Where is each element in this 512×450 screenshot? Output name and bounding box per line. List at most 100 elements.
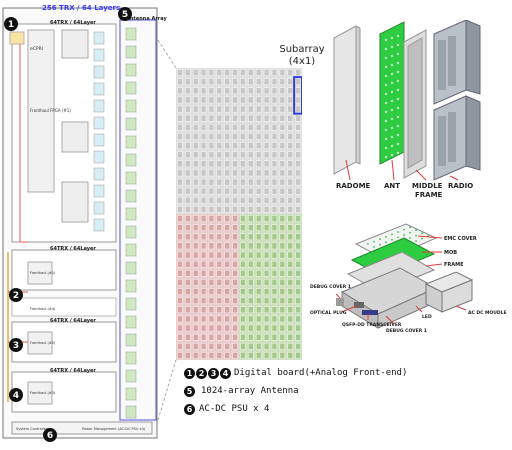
- antenna-element: [193, 87, 199, 95]
- antenna-element: [177, 343, 183, 350]
- antenna-element: [240, 279, 246, 286]
- antenna-element: [240, 352, 246, 359]
- antenna-element: [263, 169, 270, 177]
- antenna-element: [208, 260, 215, 268]
- antenna-element: [287, 352, 293, 359]
- antenna-element: [263, 105, 270, 113]
- ant-dot: [390, 54, 394, 58]
- ant-dot: [384, 47, 388, 51]
- antenna-element: [208, 343, 215, 350]
- antenna-element: [224, 297, 230, 304]
- antenna-element: [208, 224, 215, 231]
- antenna-element: [208, 315, 215, 323]
- antenna-element: [295, 315, 301, 323]
- rf-chip: [125, 279, 137, 293]
- antenna-element: [208, 279, 215, 286]
- antenna-element: [287, 324, 293, 332]
- antenna-element: [279, 187, 285, 195]
- rf-chip: [93, 133, 105, 147]
- antenna-element: [200, 187, 207, 195]
- antenna-element: [287, 233, 293, 241]
- rf-chip: [93, 184, 105, 198]
- antenna-element: [185, 260, 191, 268]
- antenna-element: [271, 270, 278, 277]
- antenna-element: [248, 69, 254, 76]
- antenna-element: [287, 315, 293, 323]
- label-radome: RADOME: [336, 182, 371, 190]
- antenna-element: [295, 105, 301, 113]
- antenna-element: [263, 87, 270, 95]
- antenna-element: [185, 233, 191, 241]
- antenna-element: [271, 151, 278, 158]
- exploded-view: RADOME ANT MIDDLE FRAME RADIO: [330, 19, 512, 210]
- antenna-element: [240, 69, 246, 76]
- antenna-element: [177, 206, 183, 213]
- antenna-element: [248, 197, 254, 204]
- antenna-element: [256, 343, 262, 350]
- antenna-element: [279, 169, 285, 177]
- antenna-element: [256, 242, 262, 250]
- antenna-element: [287, 306, 293, 314]
- emc-dot: [409, 226, 411, 229]
- antenna-element: [177, 333, 183, 341]
- svg-text:6: 6: [47, 431, 53, 441]
- antenna-element: [279, 251, 285, 259]
- label-debug-cover-1: DEBUG COVER 1: [310, 284, 351, 290]
- antenna-element: [208, 233, 215, 241]
- marker-4: 4: [9, 388, 23, 402]
- antenna-element: [224, 233, 230, 241]
- antenna-element: [287, 333, 293, 341]
- ant-dot: [384, 83, 388, 87]
- antenna-element: [224, 114, 230, 122]
- antenna-element: [224, 224, 230, 231]
- antenna-element: [240, 96, 246, 104]
- antenna-element: [256, 333, 262, 341]
- ant-dot: [396, 43, 400, 47]
- antenna-element: [295, 224, 301, 231]
- antenna-element: [193, 352, 199, 359]
- antenna-element: [208, 151, 215, 158]
- antenna-element: [279, 315, 285, 323]
- antenna-element: [200, 270, 207, 277]
- antenna-element: [271, 142, 278, 149]
- antenna-element: [248, 160, 254, 168]
- antenna-element: [216, 197, 222, 204]
- legend-text-3: AC-DC PSU x 4: [199, 404, 270, 414]
- antenna-element: [248, 306, 254, 314]
- legend-text-1: Digital board(+Analog Front-end): [234, 368, 408, 378]
- antenna-element: [224, 197, 230, 204]
- antenna-element: [279, 215, 285, 222]
- emc-dot: [373, 240, 375, 243]
- emc-dot: [409, 231, 411, 234]
- antenna-element: [240, 87, 246, 95]
- antenna-element: [208, 197, 215, 204]
- antenna-element: [263, 160, 270, 168]
- antenna-element: [240, 206, 246, 213]
- antenna-element: [185, 270, 191, 277]
- antenna-element: [271, 169, 278, 177]
- antenna-element: [177, 251, 183, 259]
- antenna-element: [287, 270, 293, 277]
- antenna-element: [271, 279, 278, 286]
- antenna-element: [216, 133, 222, 140]
- fronthaul-small-3: Fronthaul (#3): [30, 391, 56, 395]
- antenna-element: [200, 288, 207, 295]
- antenna-element: [295, 260, 301, 268]
- antenna-element: [185, 215, 191, 222]
- antenna-element: [271, 87, 278, 95]
- antenna-element: [185, 242, 191, 250]
- antenna-element: [193, 215, 199, 222]
- antenna-element: [295, 306, 301, 314]
- label-emc-cover: EMC COVER: [444, 236, 477, 242]
- antenna-element: [263, 78, 270, 85]
- antenna-element: [216, 215, 222, 222]
- antenna-element: [193, 224, 199, 231]
- antenna-element: [200, 215, 207, 222]
- antenna-element: [287, 279, 293, 286]
- emc-dot: [421, 237, 423, 240]
- antenna-element: [256, 215, 262, 222]
- antenna-element: [240, 315, 246, 323]
- svg-text:5: 5: [122, 10, 128, 20]
- antenna-element: [279, 270, 285, 277]
